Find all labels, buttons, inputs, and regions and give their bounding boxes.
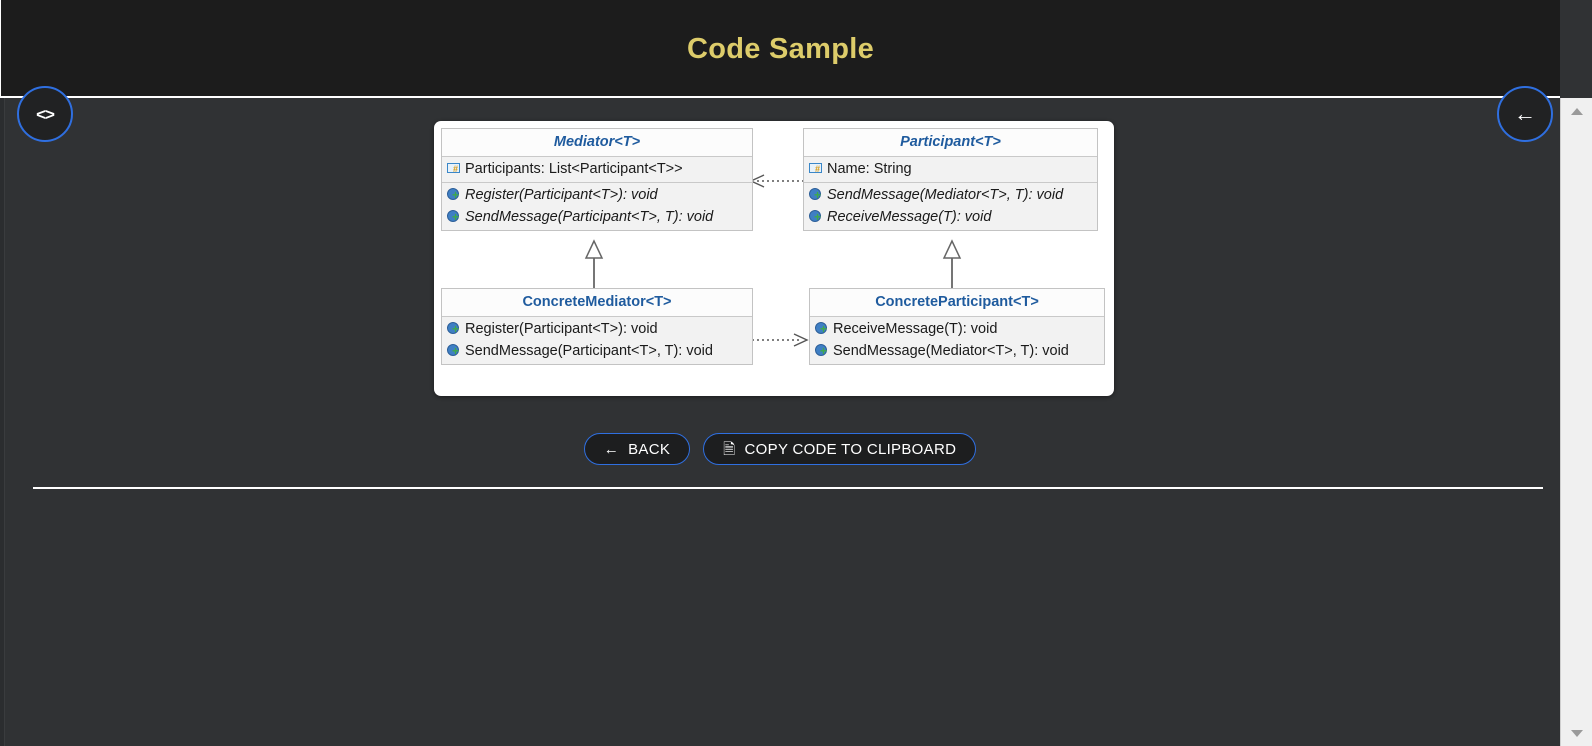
arrow-left-icon: ← — [603, 440, 620, 458]
section-divider — [33, 487, 1543, 489]
uml-method-row: SendMessage(Mediator<T>, T): void — [810, 340, 1104, 362]
uml-diagram-card: Mediator<T> Participants: List<Participa… — [434, 121, 1114, 396]
back-arrow-button[interactable]: ← — [1497, 86, 1553, 142]
uml-method-row: ReceiveMessage(T): void — [804, 206, 1097, 228]
uml-field-row: Participants: List<Participant<T>> — [442, 158, 752, 180]
scrollbar-down-arrow[interactable] — [1561, 720, 1592, 746]
uml-class-title: Participant<T> — [804, 129, 1097, 157]
page-header: Code Sample — [0, 0, 1560, 98]
chevron-down-icon — [1571, 729, 1583, 737]
uml-field-label: Participants: List<Participant<T>> — [465, 161, 683, 177]
vertical-scrollbar[interactable] — [1560, 98, 1592, 746]
uml-method-label: SendMessage(Mediator<T>, T): void — [827, 187, 1064, 203]
uml-method-label: Register(Participant<T>): void — [465, 321, 658, 337]
back-button-label: BACK — [628, 440, 671, 458]
uml-method-label: Register(Participant<T>): void — [465, 187, 658, 203]
uml-method-label: ReceiveMessage(T): void — [827, 209, 992, 225]
uml-method-label: SendMessage(Participant<T>, T): void — [465, 209, 714, 225]
uml-field-label: Name: String — [827, 161, 912, 177]
copy-document-icon: 🗎 — [723, 440, 736, 458]
code-view-button[interactable]: <> — [17, 86, 73, 142]
method-icon — [815, 322, 830, 336]
uml-canvas: Mediator<T> Participants: List<Participa… — [434, 121, 1114, 396]
code-brackets-icon: <> — [36, 104, 55, 124]
uml-class-title: ConcreteParticipant<T> — [810, 289, 1104, 317]
page-title: Code Sample — [686, 33, 874, 65]
uml-fields-section: Participants: List<Participant<T>> — [442, 157, 752, 182]
method-icon — [815, 344, 830, 358]
uml-method-row: SendMessage(Mediator<T>, T): void — [804, 184, 1097, 206]
copy-code-button[interactable]: 🗎 COPY CODE TO CLIPBOARD — [703, 433, 977, 465]
field-icon — [809, 162, 824, 176]
back-button[interactable]: ← BACK — [583, 433, 691, 465]
chevron-up-icon — [1571, 107, 1583, 115]
method-icon — [809, 210, 824, 224]
uml-class-title: Mediator<T> — [442, 129, 752, 157]
uml-methods-section: Register(Participant<T>): void SendMessa… — [442, 317, 752, 364]
uml-field-row: Name: String — [804, 158, 1097, 180]
arrow-left-icon: ← — [1514, 101, 1536, 126]
method-icon — [447, 322, 462, 336]
method-icon — [447, 344, 462, 358]
method-icon — [447, 188, 462, 202]
uml-method-label: SendMessage(Participant<T>, T): void — [465, 343, 713, 359]
uml-method-label: ReceiveMessage(T): void — [833, 321, 998, 337]
uml-methods-section: Register(Participant<T>): void SendMessa… — [442, 182, 752, 230]
uml-method-row: ReceiveMessage(T): void — [810, 318, 1104, 340]
uml-method-row: SendMessage(Participant<T>, T): void — [442, 340, 752, 362]
copy-code-button-label: COPY CODE TO CLIPBOARD — [744, 440, 957, 458]
uml-method-row: Register(Participant<T>): void — [442, 318, 752, 340]
uml-fields-section: Name: String — [804, 157, 1097, 182]
left-edge-sliver — [0, 98, 5, 746]
uml-method-label: SendMessage(Mediator<T>, T): void — [833, 343, 1069, 359]
uml-methods-section: ReceiveMessage(T): void SendMessage(Medi… — [810, 317, 1104, 364]
method-icon — [809, 188, 824, 202]
scrollbar-up-arrow[interactable] — [1561, 98, 1592, 124]
uml-class-concrete-mediator[interactable]: ConcreteMediator<T> Register(Participant… — [441, 288, 753, 365]
uml-methods-section: SendMessage(Mediator<T>, T): void Receiv… — [804, 182, 1097, 230]
uml-class-concrete-participant[interactable]: ConcreteParticipant<T> ReceiveMessage(T)… — [809, 288, 1105, 365]
method-icon — [447, 210, 462, 224]
uml-method-row: Register(Participant<T>): void — [442, 184, 752, 206]
uml-class-mediator[interactable]: Mediator<T> Participants: List<Participa… — [441, 128, 753, 231]
uml-method-row: SendMessage(Participant<T>, T): void — [442, 206, 752, 228]
field-icon — [447, 162, 462, 176]
uml-class-title: ConcreteMediator<T> — [442, 289, 752, 317]
action-button-row: ← BACK 🗎 COPY CODE TO CLIPBOARD — [0, 433, 1560, 465]
uml-class-participant[interactable]: Participant<T> Name: String SendMessage(… — [803, 128, 1098, 231]
